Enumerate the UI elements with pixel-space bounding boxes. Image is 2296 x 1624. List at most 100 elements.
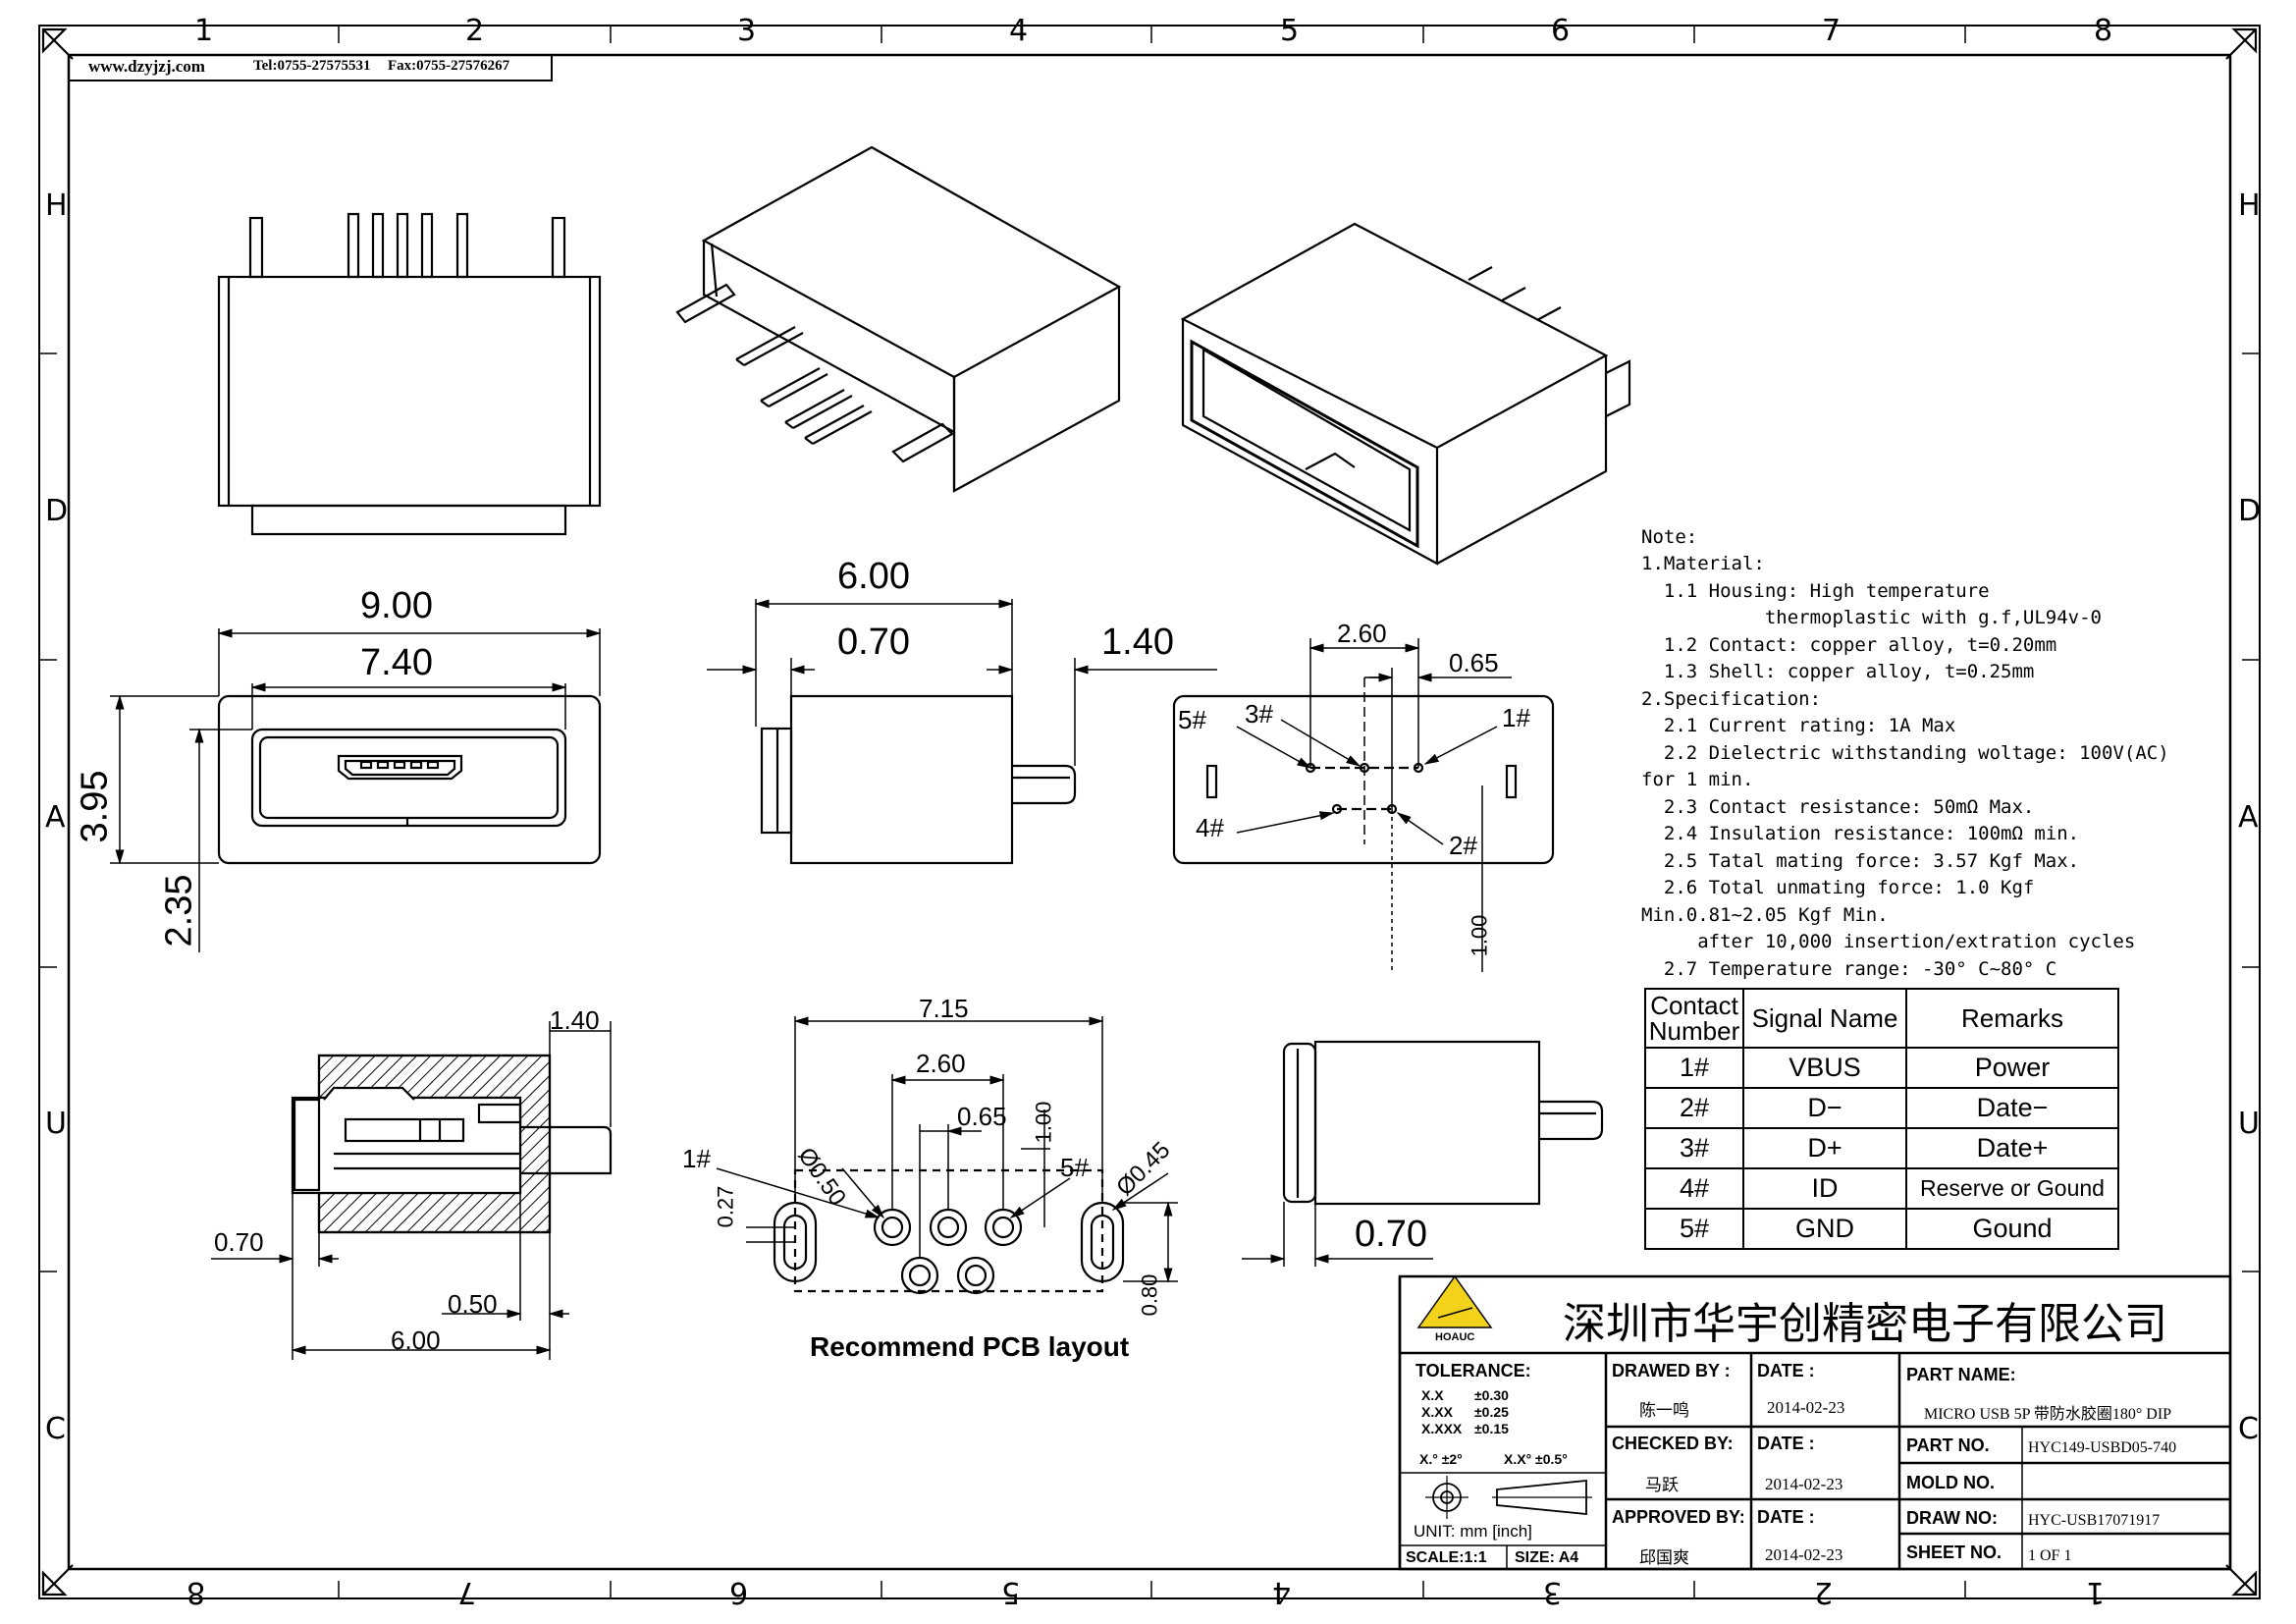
fp-pin4: 4# — [1196, 813, 1224, 842]
unit-label: UNIT: mm [inch] — [1414, 1522, 1532, 1541]
header-fax: Fax:0755-27576267 — [388, 58, 510, 74]
header-signal-name: Signal Name — [1742, 988, 1907, 1049]
cell-remark: Reserve or Gound — [1905, 1167, 2119, 1210]
logo-text: HOAUC — [1435, 1331, 1475, 1343]
tol-xx: X.XX — [1421, 1404, 1453, 1420]
dim-pcb-slot-height: 0.80 — [1137, 1273, 1162, 1317]
side-view — [707, 599, 1217, 865]
tolerance-label: TOLERANCE: — [1415, 1361, 1531, 1380]
mold-no-label: MOLD NO. — [1906, 1473, 1995, 1492]
dim-fp-pitch: 0.65 — [1449, 648, 1499, 677]
grid-col-top-1: 1 — [194, 14, 214, 48]
grid-col-top-6: 6 — [1551, 14, 1571, 48]
draw-no-value: HYC-USB17071917 — [2028, 1512, 2161, 1529]
dim-sec-lip: 0.50 — [448, 1289, 498, 1319]
note-line: thermoplastic with g.f,UL94v-0 — [1641, 607, 2102, 628]
grid-col-bottom-3: 3 — [1543, 1575, 1563, 1609]
company-name: 深圳市华宇创精密电子有限公司 — [1563, 1300, 2167, 1348]
company-logo — [1416, 1274, 1493, 1328]
table-row: 3#D+Date+ — [1644, 1127, 2119, 1169]
date-value-1: 2014-02-23 — [1767, 1398, 1845, 1417]
top-view — [217, 212, 602, 536]
drawed-by-value: 陈一鸣 — [1639, 1401, 1689, 1420]
grid-col-top-8: 8 — [2094, 14, 2113, 48]
grid-row-right-c: C — [2238, 1412, 2259, 1446]
fp-pin5: 5# — [1178, 705, 1206, 734]
grid-row-left-c: C — [45, 1412, 66, 1446]
dim-front-width: 9.00 — [360, 585, 433, 626]
scale-label: SCALE:1:1 — [1406, 1549, 1487, 1566]
cell-signal: D− — [1742, 1087, 1907, 1129]
corner-arrow-tr — [2225, 27, 2258, 60]
grid-row-right-d: D — [2238, 494, 2262, 528]
cell-remark: Gound — [1905, 1208, 2119, 1250]
header-website[interactable]: www.dzyjzj.com — [88, 57, 205, 76]
dim-sec-pin: 1.40 — [550, 1005, 600, 1035]
note-line: 2.6 Total unmating force: 1.0 Kgf — [1641, 877, 2035, 898]
approved-by-value: 邱国爽 — [1639, 1548, 1689, 1567]
grid-col-top-5: 5 — [1280, 14, 1300, 48]
signal-table-header: Contact Number Signal Name Remarks — [1644, 988, 2119, 1049]
grid-col-top-2: 2 — [465, 14, 485, 48]
cell-remark: Date− — [1905, 1087, 2119, 1129]
cell-contact: 3# — [1644, 1127, 1744, 1169]
tol-xxx-val: ±0.15 — [1474, 1421, 1509, 1436]
fp-pin2: 2# — [1449, 831, 1477, 860]
grid-col-top-4: 4 — [1009, 14, 1029, 48]
grid-col-bottom-6: 6 — [729, 1575, 749, 1609]
note-line: 2.3 Contact resistance: 50mΩ Max. — [1641, 795, 2035, 818]
grid-col-bottom-8: 8 — [187, 1575, 206, 1609]
part-no-label: PART NO. — [1906, 1435, 1990, 1455]
tol-x: X.X — [1421, 1387, 1444, 1403]
date-value-2: 2014-02-23 — [1765, 1475, 1843, 1493]
note-line: 2.5 Tatal mating force: 3.57 Kgf Max. — [1641, 849, 2080, 872]
cell-remark: Date+ — [1905, 1127, 2119, 1169]
pcb-pin5: 5# — [1060, 1153, 1089, 1182]
tol-xx-val: ±0.25 — [1474, 1404, 1509, 1420]
grid-col-bottom-1: 1 — [2086, 1575, 2106, 1609]
tol-xxx: X.XXX — [1421, 1421, 1463, 1436]
signal-table: Contact Number Signal Name Remarks 1#VBU… — [1644, 988, 2119, 1250]
note-line: Min.0.81~2.05 Kgf Min. — [1641, 903, 1889, 926]
grid-row-right-a: A — [2238, 800, 2259, 835]
cell-signal: GND — [1742, 1208, 1907, 1250]
draw-no-label: DRAW NO: — [1906, 1508, 1998, 1528]
header-box — [68, 54, 553, 81]
date-label-3: DATE : — [1757, 1507, 1815, 1527]
inner-frame — [67, 53, 2232, 1571]
note-line: after 10,000 insertion/extration cycles — [1641, 931, 2136, 952]
notes-block: Note:1.Material: 1.1 Housing: High tempe… — [1641, 497, 2169, 1010]
dim-pcb-width: 7.15 — [919, 994, 969, 1023]
dim-side-shell: 0.70 — [837, 622, 910, 663]
section-view — [211, 1021, 613, 1360]
grid-row-left-d: D — [45, 494, 69, 528]
approved-by-label: APPROVED BY: — [1612, 1507, 1745, 1527]
cell-signal: ID — [1742, 1167, 1907, 1210]
pcb-layout — [716, 1016, 1178, 1295]
checked-by-value: 马跃 — [1645, 1476, 1679, 1494]
tol-angle-1: X.° ±2° — [1419, 1451, 1463, 1467]
dim-pcb-pitch: 0.65 — [957, 1102, 1007, 1131]
grid-ticks — [39, 26, 2260, 1598]
grid-col-bottom-4: 4 — [1272, 1575, 1292, 1609]
cell-contact: 5# — [1644, 1208, 1744, 1250]
date-value-3: 2014-02-23 — [1765, 1545, 1843, 1564]
dim-front-inner-width: 7.40 — [360, 642, 433, 683]
note-line: 2.7 Temperature range: -30° C~80° C — [1641, 957, 2057, 980]
note-line: 2.1 Current rating: 1A Max — [1641, 715, 1956, 736]
note-line: 2.Specification: — [1641, 687, 1822, 710]
grid-row-left-a: A — [45, 800, 66, 835]
outer-frame — [38, 25, 2261, 1599]
header-tel: Tel:0755-27575531 — [253, 58, 371, 74]
grid-row-right-h: H — [2238, 189, 2261, 223]
header-remarks: Remarks — [1905, 988, 2119, 1049]
header-contact-number: Contact Number — [1644, 988, 1744, 1049]
cell-remark: Power — [1905, 1047, 2119, 1089]
part-no-value: HYC149-USBD05-740 — [2028, 1439, 2177, 1456]
pcb-pin1: 1# — [682, 1144, 711, 1173]
tol-x-val: ±0.30 — [1474, 1387, 1509, 1403]
dim-rear-offset: 0.70 — [1355, 1214, 1427, 1255]
